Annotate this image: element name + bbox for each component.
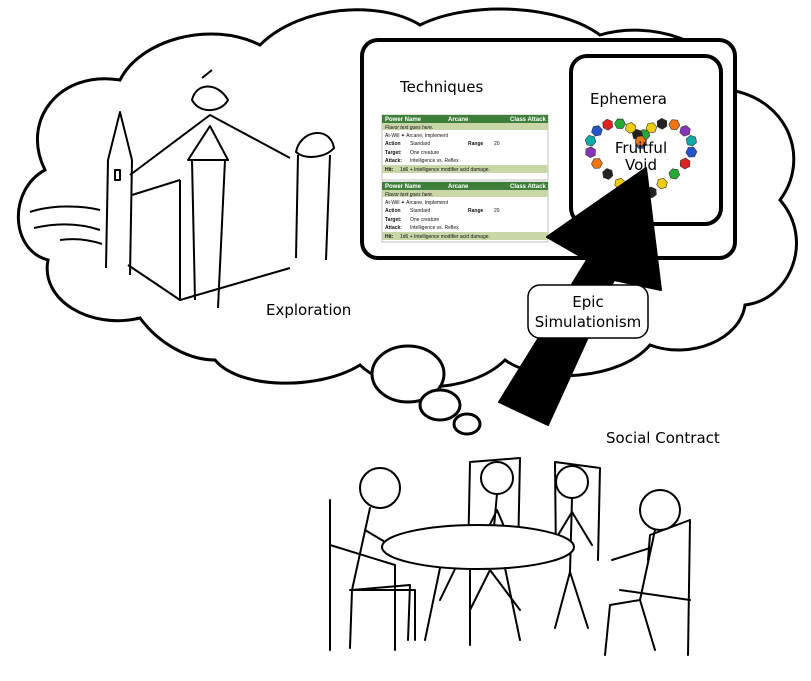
die-icon	[591, 158, 603, 169]
die-icon	[668, 168, 681, 180]
epic-line1: Epic	[572, 293, 603, 311]
power-class: Class Attack 1	[510, 117, 551, 123]
epic-simulationism-box	[527, 284, 649, 339]
die-icon	[668, 119, 681, 131]
power-attack-label: Attack:	[385, 158, 402, 164]
thought-bubble-large	[370, 344, 446, 404]
power-hit-label: Hit:	[385, 234, 394, 240]
power-usage: At-Will ✦ Arcane, Implement	[385, 133, 449, 139]
epic-line2: Simulationism	[535, 313, 642, 331]
power-card: Power Name Arcane Class Attack 1 Flavor …	[381, 114, 551, 181]
fruitful-void-line1: Fruitful	[615, 139, 667, 157]
power-hit-label: Hit:	[385, 167, 394, 173]
round-table	[381, 524, 575, 570]
power-class: Class Attack 1	[510, 184, 551, 190]
social-contract-label: Social Contract	[606, 429, 720, 447]
die-icon	[602, 168, 614, 180]
person-head	[359, 467, 401, 509]
chair-right	[619, 519, 691, 656]
power-header-note: Arcane	[448, 184, 469, 190]
ephemera-label: Ephemera	[590, 90, 667, 108]
die-icon	[584, 135, 597, 147]
power-flavor: Flavor text goes here.	[385, 125, 433, 131]
power-attack: Intelligence vs. Reflex	[410, 225, 459, 231]
power-flavor: Flavor text goes here.	[385, 192, 433, 198]
power-hit: 1d6 + Intelligence modifier acid damage.	[400, 167, 490, 173]
castle-sketch	[29, 69, 335, 309]
die-icon	[602, 118, 614, 131]
power-action: Standard	[410, 141, 431, 147]
table-scene	[329, 457, 691, 656]
power-target-label: Target:	[385, 150, 402, 156]
power-action: Standard	[410, 208, 431, 214]
power-card-header	[382, 115, 548, 123]
person-head	[639, 489, 681, 531]
power-name: Power Name	[385, 117, 422, 123]
power-action-label: Action	[385, 141, 401, 147]
person-head	[555, 465, 589, 499]
die-icon	[656, 177, 668, 190]
thought-bubble-medium	[418, 388, 462, 422]
power-range-label: Range	[468, 141, 484, 147]
exploration-label: Exploration	[266, 301, 351, 319]
power-attack-label: Attack:	[385, 225, 402, 231]
power-hit: 1d6 + Intelligence modifier acid damage.	[400, 234, 490, 240]
die-icon	[591, 125, 603, 137]
power-range-label: Range	[468, 208, 484, 214]
power-target: One creature	[410, 217, 439, 223]
power-target: One creature	[410, 150, 439, 156]
thought-bubble-small	[452, 412, 482, 436]
power-usage: At-Will ✦ Arcane, Implement	[385, 200, 449, 206]
die-icon	[685, 134, 697, 147]
power-range: 20	[494, 208, 500, 214]
die-icon	[656, 117, 668, 130]
die-icon	[685, 146, 698, 158]
table-legs	[424, 567, 521, 646]
power-target-label: Target:	[385, 217, 402, 223]
die-icon	[634, 135, 647, 147]
person-head	[480, 461, 514, 495]
die-icon	[614, 118, 626, 129]
power-name: Power Name	[385, 184, 422, 190]
chair-left	[329, 499, 416, 651]
fruitful-void-line2: Void	[625, 156, 657, 174]
die-icon	[645, 122, 658, 134]
power-attack: Intelligence vs. Reflex	[410, 158, 459, 164]
die-icon	[679, 125, 691, 137]
power-range: 20	[494, 141, 500, 147]
die-icon	[679, 157, 691, 170]
die-icon	[625, 122, 637, 134]
die-icon	[585, 146, 596, 159]
power-card: Power Name Arcane Class Attack 1 Flavor …	[381, 181, 551, 243]
techniques-label: Techniques	[399, 78, 484, 96]
power-header-note: Arcane	[448, 117, 469, 123]
power-card-header	[382, 182, 548, 190]
power-action-label: Action	[385, 208, 401, 214]
